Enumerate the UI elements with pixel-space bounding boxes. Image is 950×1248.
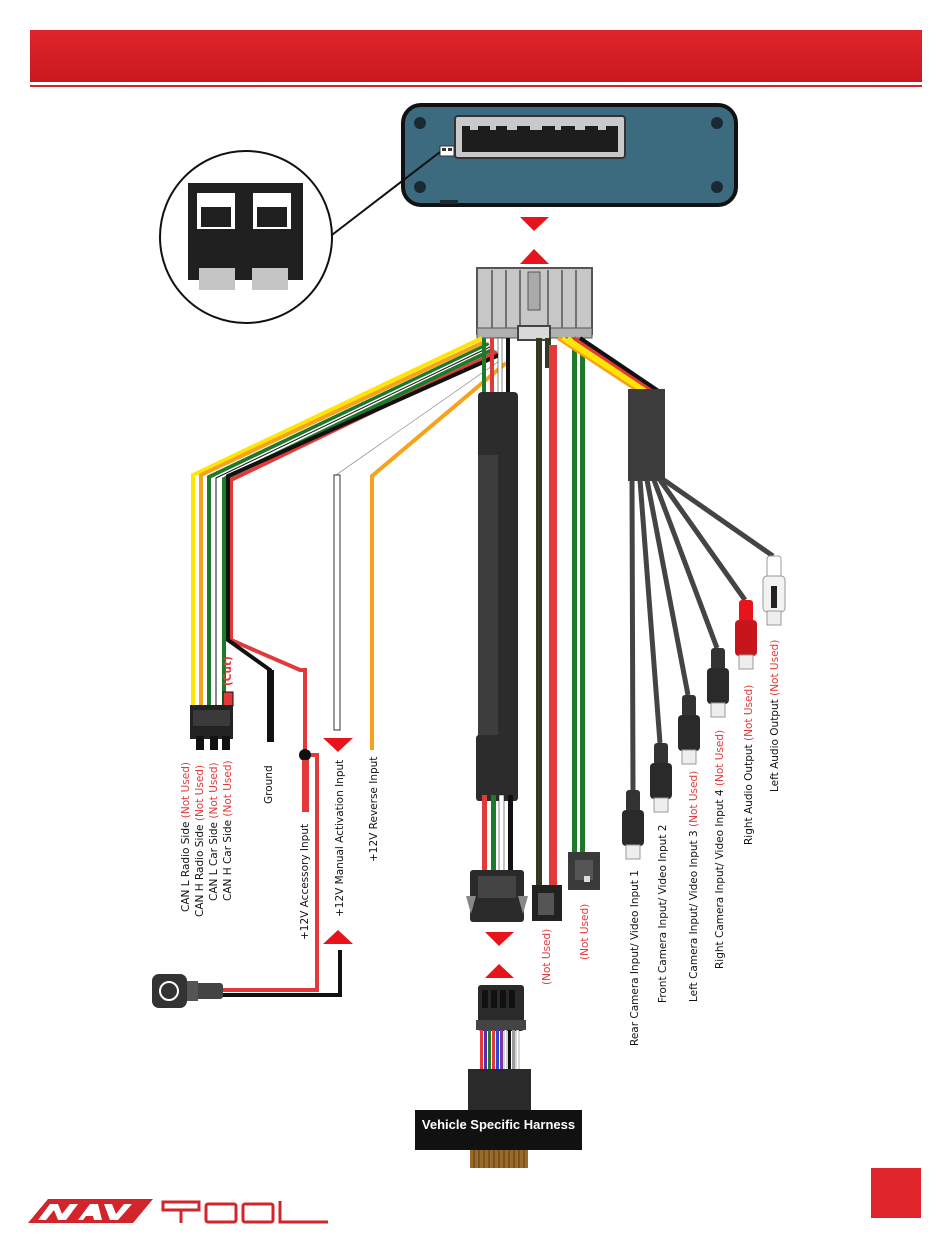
label-rear-cam: Rear Camera Input/ Video Input 1 (629, 870, 641, 1046)
rca-cable-bundle (629, 477, 775, 791)
arrow-down-icon (323, 738, 353, 752)
rca-plug-right-cam (707, 648, 729, 718)
label-can-l-car: CAN L Car Side (Not Used) (208, 762, 220, 901)
center-harness (466, 337, 528, 922)
label-not-used-a: (Not Used) (541, 929, 553, 985)
rca-plug-left-audio (762, 555, 786, 626)
rca-plug-front-cam (650, 743, 672, 813)
label-can-l-radio: CAN L Radio Side (Not Used) (180, 762, 192, 912)
dip-switch-icon (159, 150, 333, 324)
rca-plug-right-audio (735, 600, 757, 670)
not-used-2pin-b (568, 338, 600, 890)
video-splitter-box (628, 389, 665, 481)
label-ground: Ground (263, 765, 275, 804)
corner-accent (871, 1168, 921, 1218)
can-connector (190, 691, 234, 750)
label-right-cam: Right Camera Input/ Video Input 4 (Not U… (714, 730, 726, 969)
right-wire-bundle (556, 336, 662, 394)
label-not-used-b: (Not Used) (579, 904, 591, 960)
rca-plug-left-cam (678, 695, 700, 765)
arrow-up-icon (323, 930, 353, 944)
activation-button-icon (152, 974, 223, 1008)
arrow-up-icon (520, 249, 549, 264)
arrow-down-icon (485, 932, 514, 946)
label-left-audio: Left Audio Output (Not Used) (769, 640, 781, 792)
label-right-audio: Right Audio Output (Not Used) (743, 685, 755, 845)
rca-plug-rear-cam (622, 790, 644, 860)
label-reverse: +12V Reverse Input (368, 757, 380, 862)
arrow-down-icon (520, 217, 549, 231)
cut-label: (Cut) (222, 656, 234, 686)
not-used-2pin-a (532, 338, 562, 921)
label-manual: +12V Manual Activation Input (334, 760, 346, 917)
arrow-up-icon (485, 964, 514, 978)
left-wire-bundle (191, 336, 508, 760)
harness-label: Vehicle Specific Harness (421, 1116, 576, 1132)
main-connector (476, 267, 593, 341)
vehicle-harness-connector (415, 985, 582, 1168)
label-left-cam: Left Camera Input/ Video Input 3 (Not Us… (688, 771, 700, 1002)
header-bar (30, 30, 922, 82)
navtool-logo (28, 1199, 328, 1224)
label-acc: +12V Accessory Input (299, 824, 311, 940)
header-divider (30, 85, 922, 87)
label-can-h-car: CAN H Car Side (Not Used) (222, 760, 234, 901)
label-can-h-radio: CAN H Radio Side (Not Used) (194, 765, 206, 917)
junction-dot (299, 749, 311, 761)
interface-module-icon (401, 103, 738, 207)
label-front-cam: Front Camera Input/ Video Input 2 (657, 825, 669, 1003)
